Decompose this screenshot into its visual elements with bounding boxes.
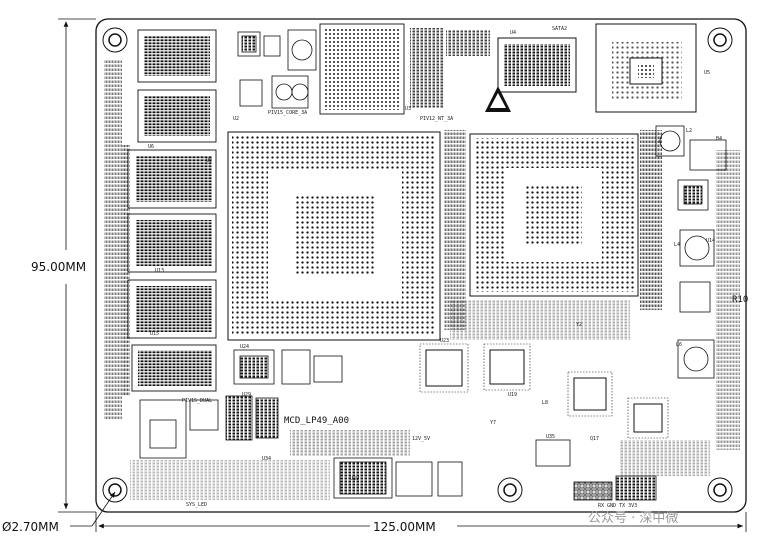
watermark: 公众号 · 深中微	[588, 511, 678, 526]
label-l2: L2	[686, 128, 692, 134]
memory-chips	[127, 29, 217, 392]
hole-diameter-leader	[70, 491, 116, 527]
label-r10: R10	[732, 295, 748, 305]
label-piv-nt: PIV12_NT_3A	[420, 116, 453, 122]
label-q17: Q17	[590, 436, 599, 442]
sata-connector	[497, 37, 577, 93]
misc-passives-3	[130, 460, 330, 500]
top-bga	[319, 23, 405, 115]
label-b4: B4	[716, 136, 722, 142]
width-dimension	[95, 512, 747, 532]
label-u4: U4	[510, 30, 516, 36]
label-sys-led: SYS_LED	[186, 502, 207, 508]
right-components	[655, 125, 727, 379]
height-dimension	[58, 18, 96, 513]
label-u23: U23	[440, 338, 449, 344]
center-passives	[444, 130, 466, 330]
board-name: MCD_LP49_A00	[284, 416, 349, 426]
label-u2: U2	[233, 116, 239, 122]
misc-passives-1	[290, 430, 410, 456]
right-edge-passives	[716, 150, 740, 450]
label-sata2: SATA2	[552, 26, 567, 32]
label-u29: U29	[242, 392, 251, 398]
top-header-strip	[410, 28, 444, 108]
esd-warning-icon	[485, 86, 511, 112]
label-piv-dual: PIV15_DUAL	[182, 398, 212, 404]
height-dimension-label: 95.00MM	[31, 260, 86, 274]
label-u13: U13	[155, 268, 164, 274]
label-u15: U15	[150, 331, 159, 337]
label-u5: U5	[704, 70, 710, 76]
label-u3: U3	[405, 106, 411, 112]
label-y7: Y7	[490, 420, 496, 426]
top-header-strip-2	[446, 30, 490, 56]
misc-passives-2	[450, 300, 630, 340]
width-dimension-label: 125.00MM	[373, 520, 436, 534]
left-passives-2	[122, 145, 130, 395]
qfp-chips	[419, 343, 669, 439]
right-edge-headers	[640, 130, 662, 310]
label-u34: U34	[262, 456, 271, 462]
label-uart-pins: RX GND TX 3V3	[598, 503, 637, 509]
left-passives	[104, 60, 122, 420]
label-l8: L8	[542, 400, 548, 406]
soc-bga-left	[227, 131, 441, 341]
label-u24: U24	[240, 344, 249, 350]
label-12v-5v: 12V_5V	[412, 436, 430, 442]
label-u6: U6	[148, 144, 154, 150]
label-pmic-core: PIV15_CORE_3A	[268, 110, 307, 116]
lower-left-components	[139, 349, 343, 459]
wifi-module	[595, 23, 697, 113]
label-u14: U14	[706, 238, 715, 244]
label-u9: U9	[206, 158, 212, 164]
bottom-connectors	[333, 439, 657, 501]
label-u38: U38	[350, 476, 359, 482]
label-l4: L4	[674, 242, 680, 248]
soc-bga-right	[469, 133, 639, 297]
label-u35: U35	[546, 434, 555, 440]
mounting-holes	[102, 27, 733, 503]
misc-passives-4	[620, 440, 710, 476]
top-components	[237, 29, 317, 109]
label-l6: L6	[676, 342, 682, 348]
label-u19: U19	[508, 392, 517, 398]
hole-diameter-label: Ø2.70MM	[2, 520, 59, 534]
